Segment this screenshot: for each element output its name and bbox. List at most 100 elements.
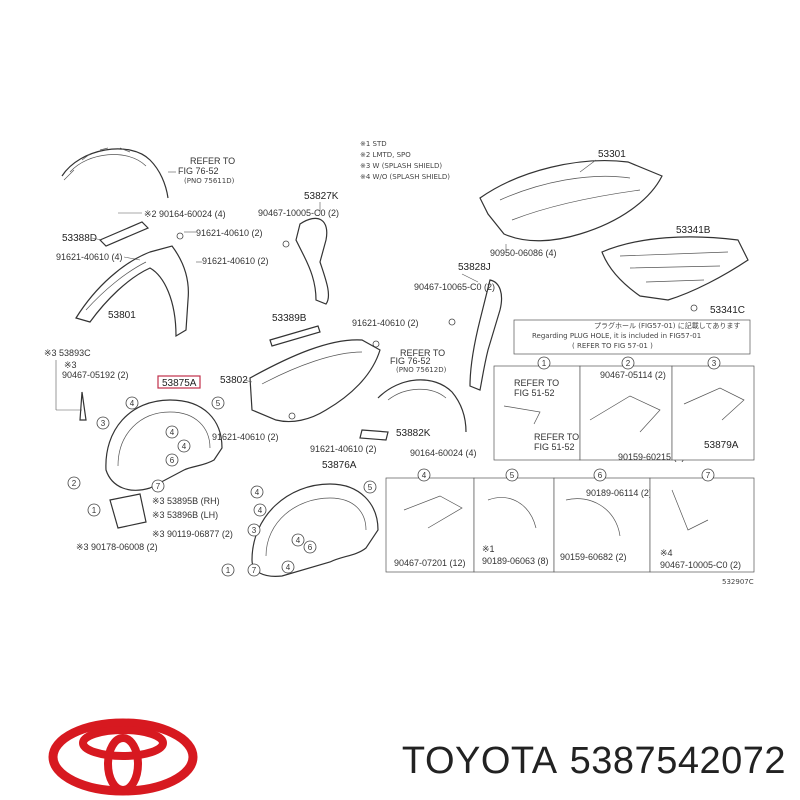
part-label-53341B: 53341B [676,225,711,236]
fastener-label: 90164-60024 (4) [410,448,477,458]
refer-label: FIG 76-52 [178,166,219,176]
fastener-label: 90467-10005-C0 (2) [660,560,741,570]
fender-liner-53875A-drawing [105,399,223,491]
part-label-53389B: 53389B [272,313,307,324]
detail-box-3: 53879A [671,365,755,461]
refer-label: (PNO 75612D) [396,366,447,374]
callout-circles: 1 2 3 4 5 6 7 4 5 3 4 4 6 2 7 1 4 5 4 3 … [67,356,721,577]
part-label-53388D: 53388D [62,233,97,244]
part-number: 5387542072 [569,740,786,782]
brand-footer: TOYOTA 5387542072 [0,700,800,800]
detail-box-4: 90467-07201 (12) [385,477,475,573]
part-label-53827K: 53827K [304,191,339,202]
fastener-label: ※2 90164-60024 (4) [144,209,226,219]
legend-item: ※3 W (SPLASH SHIELD) [360,162,442,170]
fastener-label: 90467-10065-C0 (2) [414,282,495,292]
fastener-label: 90189-06114 (2) [586,488,652,498]
part-label-53893C: ※3 53893C [44,348,91,358]
callout-number: 5 [216,399,221,408]
legend-item: ※2 LMTD, SPO [360,151,411,159]
legend-item: ※1 STD [360,140,387,148]
fastener-label: ※1 [482,544,495,554]
refer-label: REFER TO [400,348,445,358]
fastener-label: 91621-40610 (2) [212,432,279,442]
detail-box-2: 90467-05114 (2) 90159-60215 (2) [579,365,685,462]
part-label-53879A: 53879A [704,440,739,451]
callout-number: 4 [255,488,260,497]
part-label-53341C: 53341C [710,305,745,316]
hood-53301-drawing [479,160,663,242]
brand-name: TOYOTA [401,740,558,782]
part-label-53876A: 53876A [322,460,357,471]
refer-label: (PNO 75611D) [184,177,235,185]
callout-number: 7 [252,566,257,575]
callout-number: 5 [510,471,515,480]
part-label-53828J: 53828J [458,262,491,273]
callout-number: 3 [252,526,257,535]
part-label-53875A: 53875A [162,378,197,389]
figure-code: 532907C [722,578,754,586]
fastener-label: ※3 90178-06008 (2) [76,542,158,552]
part-label-53895B: ※3 53895B (RH) [152,496,220,506]
fender-liner-53876A-drawing [251,483,379,577]
fastener-label: 91621-40610 (4) [56,252,123,262]
fastener-label: 90159-60215 (2) [618,452,685,462]
fastener-label: 90159-60682 (2) [560,552,627,562]
callout-number: 7 [156,482,161,491]
detail-box-1: REFER TO FIG 51-52 REFER TO FIG 51-52 [493,365,581,461]
refer-label: REFER TO [190,156,235,166]
fender-flare-drawing [61,147,169,199]
fastener-label: 90467-07201 (12) [394,558,466,568]
part-label-53301: 53301 [598,149,626,160]
callout-number: 5 [368,483,373,492]
detail-box-6: 90189-06114 (2) 90159-60682 (2) [553,477,652,573]
callout-number: 3 [712,359,717,368]
callout-number: 2 [72,479,77,488]
fastener-label: 90467-05114 (2) [600,370,666,380]
highlight-box [157,375,201,389]
fastener-label: ※4 [660,548,673,558]
fastener-label: 91621-40610 (2) [196,228,263,238]
refer-label: FIG 76-52 [390,356,431,366]
toyota-logo-icon [48,718,198,796]
refer-label: REFER TO [514,378,559,388]
fastener-label: 90467-10005-C0 (2) [258,208,339,218]
callout-number: 4 [296,536,301,545]
note-box-line: ( REFER TO FIG 57-01 ) [572,342,653,350]
detail-box-5: ※1 90189-06063 (8) [473,477,555,573]
fastener-label: ※3 90119-06877 (2) [152,529,233,539]
callout-number: 4 [286,563,291,572]
callout-number: 6 [598,471,603,480]
callout-number: 2 [626,359,631,368]
fastener-label: 91621-40610 (2) [352,318,419,328]
hood-insulator-drawing [601,236,749,301]
note-box-line: Regarding PLUG HOLE, it is included in F… [532,332,701,340]
fastener-label: 91621-40610 (2) [202,256,269,266]
fender-53801-drawing [75,245,189,338]
fastener-label: 90950-06086 (4) [490,248,557,258]
note-box-line: プラグホール (FIG57-01) に記載してあります [594,321,740,330]
callout-number: 6 [170,456,175,465]
callout-number: 4 [130,399,135,408]
fastener-label: 90189-06063 (8) [482,556,549,566]
brand-title: TOYOTA 5387542072 [402,740,786,783]
callout-number: 4 [170,428,175,437]
callout-number: 1 [542,359,547,368]
part-label-53802: 53802 [220,375,248,386]
callout-number: 6 [308,543,313,552]
fastener-label: 90467-05192 (2) [62,370,129,380]
callout-number: 4 [422,471,427,480]
callout-number: 3 [101,419,106,428]
fastener-label: 91621-40610 (2) [310,444,377,454]
legend-item: ※4 W/O (SPLASH SHIELD) [360,173,450,181]
callout-number: 1 [92,506,97,515]
fastener-label: ※3 [64,360,77,370]
part-label-53801: 53801 [108,310,136,321]
part-label-53896B: ※3 53896B (LH) [152,510,218,520]
part-label-53882K: 53882K [396,428,431,439]
detail-box-7: ※4 90467-10005-C0 (2) [649,477,755,573]
fender-53802-drawing [249,339,381,423]
callout-number: 4 [258,506,263,515]
refer-label: FIG 51-52 [534,442,575,452]
refer-label: FIG 51-52 [514,388,555,398]
